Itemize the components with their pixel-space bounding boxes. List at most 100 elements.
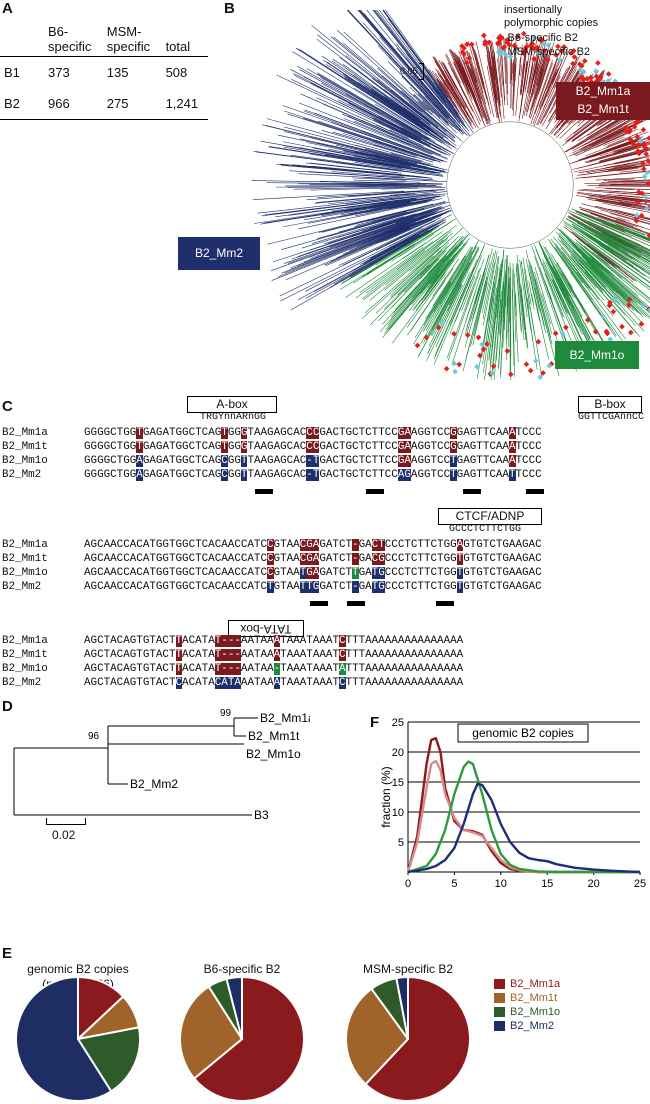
table-cell: 373 <box>44 57 103 89</box>
b-box-label: B-box <box>578 396 642 413</box>
legend-item: B2_Mm1t <box>494 991 560 1005</box>
b6-marker <box>444 366 450 372</box>
leaf-label: B2_Mm1t <box>248 729 300 743</box>
y-tick-label: 10 <box>392 807 404 819</box>
panel-label-c: C <box>2 398 13 415</box>
table-cell: B1 <box>0 57 44 89</box>
sequence-row: GGGGCTGGTGAGATGGCTCAGTGGGTAAGAGCACCCGACT… <box>84 427 542 439</box>
b6-marker <box>563 325 569 331</box>
table-cell: 966 <box>44 88 103 120</box>
conserved-bar <box>526 489 544 494</box>
b6-marker <box>476 335 482 341</box>
leaf-label: B2_Mm2 <box>130 777 178 791</box>
y-axis-label: fraction (%) <box>380 766 393 827</box>
series-line-B2_Mm2 <box>408 784 640 872</box>
divergence-line-chart: 5101520250510152025divergence (%)fractio… <box>380 710 650 890</box>
b6-marker <box>628 330 634 336</box>
sequence-name: B2_Mm1a <box>2 635 48 647</box>
tree-branch <box>524 269 542 378</box>
legend-label: B2_Mm1a <box>510 978 560 990</box>
sequence-name: B2_Mm1a <box>2 539 48 551</box>
conserved-bar <box>255 489 273 494</box>
leaf-label: B2_Mm1o <box>246 747 301 761</box>
legend-item: B2_Mm1a <box>494 977 560 991</box>
msm-marker <box>593 68 599 74</box>
conserved-bar <box>347 601 365 606</box>
y-tick-label: 15 <box>392 777 404 789</box>
x-tick-label: 0 <box>405 878 411 890</box>
sequence-row: AGCAACCACATGGTGGCTCACAACCATCCGTAACGAGATC… <box>84 539 542 551</box>
sequence-row: AGCTACAGTGTACTTACATAT---AATAAATAAATAAATC… <box>84 635 463 647</box>
pie-chart <box>343 974 473 1104</box>
b6-marker <box>464 42 470 48</box>
panel-label-a: A <box>2 0 13 17</box>
ctcf-label: CTCF/ADNP <box>438 508 542 525</box>
sequence-row: AGCTACAGTGTACTTACATAT---AATAAATAAATAAATC… <box>84 649 463 661</box>
msm-marker <box>533 358 539 364</box>
b6-marker <box>456 362 462 368</box>
legend-swatch <box>494 993 505 1003</box>
b6-marker <box>465 332 471 338</box>
x-tick-label: 20 <box>587 878 599 890</box>
leaf-label: B2_Mm1a <box>260 711 310 725</box>
sequence-name: B2_Mm1t <box>2 649 48 661</box>
tree-branch <box>535 287 546 332</box>
legend-label: B2_Mm1t <box>510 992 557 1004</box>
tree-branch <box>599 186 650 187</box>
legend-b6: ◆ B6-specific B2 <box>496 31 578 44</box>
tree-branch <box>516 57 521 115</box>
clade-label-mm2: B2_Mm2 <box>178 237 260 270</box>
sequence-name: B2_Mm1t <box>2 553 48 565</box>
tree-branch <box>317 35 437 129</box>
legend-msm-label: MSM-specific B2 <box>508 46 591 58</box>
legend-title: insertionally polymorphic copies <box>504 4 598 30</box>
a-box-motif: TRGYnnARnGG <box>200 412 266 423</box>
b6-marker <box>646 135 650 141</box>
b6-marker <box>619 324 625 330</box>
sequence-row: GGGGCTGGAGAGATGGCTCAGCGGTTAAGAGCAC-TGACT… <box>84 469 542 481</box>
leaf-label: B3 <box>254 808 269 820</box>
x-tick-label: 10 <box>495 878 507 890</box>
count-table: B6- specific MSM- specific total B1 373 … <box>0 22 208 120</box>
series-line-B2_Mm1a <box>408 738 640 872</box>
b6-marker <box>606 71 612 77</box>
b6-marker <box>582 58 588 64</box>
x-tick-label: 25 <box>634 878 646 890</box>
tree-branch <box>445 55 480 125</box>
msm-marker <box>451 361 457 367</box>
bootstrap-label: 96 <box>88 731 100 742</box>
b6-marker <box>595 60 601 66</box>
neighbor-joining-tree: B2_Mm1a B2_Mm1t B2_Mm1o B2_Mm2 B3 99 96 <box>0 700 310 820</box>
tree-branch <box>551 265 594 349</box>
x-tick-label: 5 <box>451 878 457 890</box>
sequence-row: AGCTACAGTGTACTCACATACATAAATAAATAAATAAATC… <box>84 677 463 689</box>
b6-marker <box>524 361 530 367</box>
bootstrap-label: 99 <box>220 708 232 719</box>
b6-marker <box>508 372 514 378</box>
sequence-name: B2_Mm2 <box>2 581 41 593</box>
b6-marker <box>415 343 421 349</box>
a-box-label: A-box <box>187 396 277 413</box>
sequence-name: B2_Mm1a <box>2 427 48 439</box>
sequence-name: B2_Mm1t <box>2 441 48 453</box>
sequence-row: AGCAACCACATGGTGGCTCACAACCATCTGTAATTGGATC… <box>84 581 542 593</box>
scale-label: 0.05 <box>400 66 418 76</box>
table-row: B1 373 135 508 <box>0 57 208 89</box>
sequence-name: B2_Mm1o <box>2 455 48 467</box>
conserved-bar <box>366 489 384 494</box>
legend-item: B2_Mm2 <box>494 1019 560 1033</box>
table-header: B6- specific <box>44 22 103 57</box>
diamond-red-icon: ◆ <box>496 32 504 44</box>
chart-title: genomic B2 copies <box>472 726 573 740</box>
tree-branch <box>614 159 639 164</box>
tree-scale-bar <box>46 818 86 825</box>
conserved-bar <box>463 489 481 494</box>
legend-swatch <box>494 1007 505 1017</box>
sequence-row: AGCAACCACATGGTGGCTCACAACCATCCGTAACGAGATC… <box>84 553 542 565</box>
tree-branch <box>391 256 446 318</box>
tree-branch <box>477 276 494 379</box>
tree-scale-label: 0.02 <box>52 828 75 842</box>
table-cell: 135 <box>103 57 162 89</box>
legend-msm: ◆ MSM-specific B2 <box>496 45 590 58</box>
